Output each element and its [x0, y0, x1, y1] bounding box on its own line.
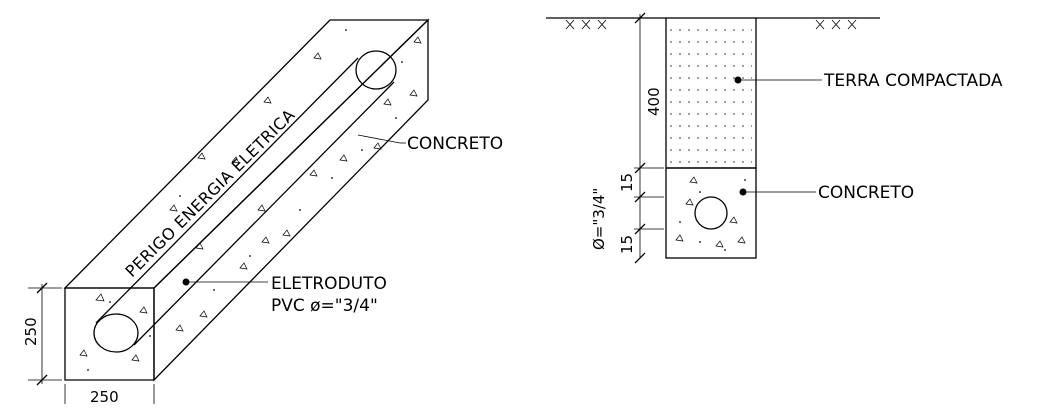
- dim-backfill-text: 400: [645, 87, 663, 116]
- dim-conduit-text: Ø="3/4": [590, 188, 608, 250]
- dim-cover-bottom-text: 15: [618, 235, 636, 254]
- warning-stripe-text: PERIGO ENERGIA ELETRICA: [121, 105, 298, 281]
- concrete-label-iso: CONCRETO: [407, 134, 503, 154]
- conduit-label-line2: PVC ø="3/4": [271, 296, 378, 316]
- section-aggregate-marks: [675, 176, 746, 251]
- conduit-label-line1: ELETRODUTO: [271, 274, 387, 294]
- conduit-edge-lower: [133, 81, 395, 346]
- concrete-leader: [357, 134, 401, 144]
- isometric-view: PERIGO ENERGIA ELETRICA: [22, 18, 503, 406]
- height-dimension-text: 250: [22, 317, 40, 346]
- side-face: [153, 18, 429, 382]
- backfill-zone: [665, 17, 757, 169]
- conduit-front-circle: [93, 313, 139, 353]
- conduit-back-circle: [355, 50, 397, 90]
- section-view: TERRA COMPACTADA CONCRETO 400 15 Ø="3/4"…: [546, 12, 1003, 264]
- ground-hatch: [565, 19, 857, 30]
- concrete-aggregate-marks: [79, 29, 422, 371]
- concrete-label-section: CONCRETO: [818, 183, 914, 203]
- backfill-dot-pattern: [670, 29, 752, 163]
- backfill-label: TERRA COMPACTADA: [823, 71, 1003, 91]
- conduit-section-circle: [694, 196, 728, 230]
- width-dimension-text: 250: [90, 388, 119, 406]
- concrete-zone: [665, 167, 757, 259]
- dim-cover-top-text: 15: [618, 173, 636, 192]
- conduit-edge-upper: [95, 57, 359, 324]
